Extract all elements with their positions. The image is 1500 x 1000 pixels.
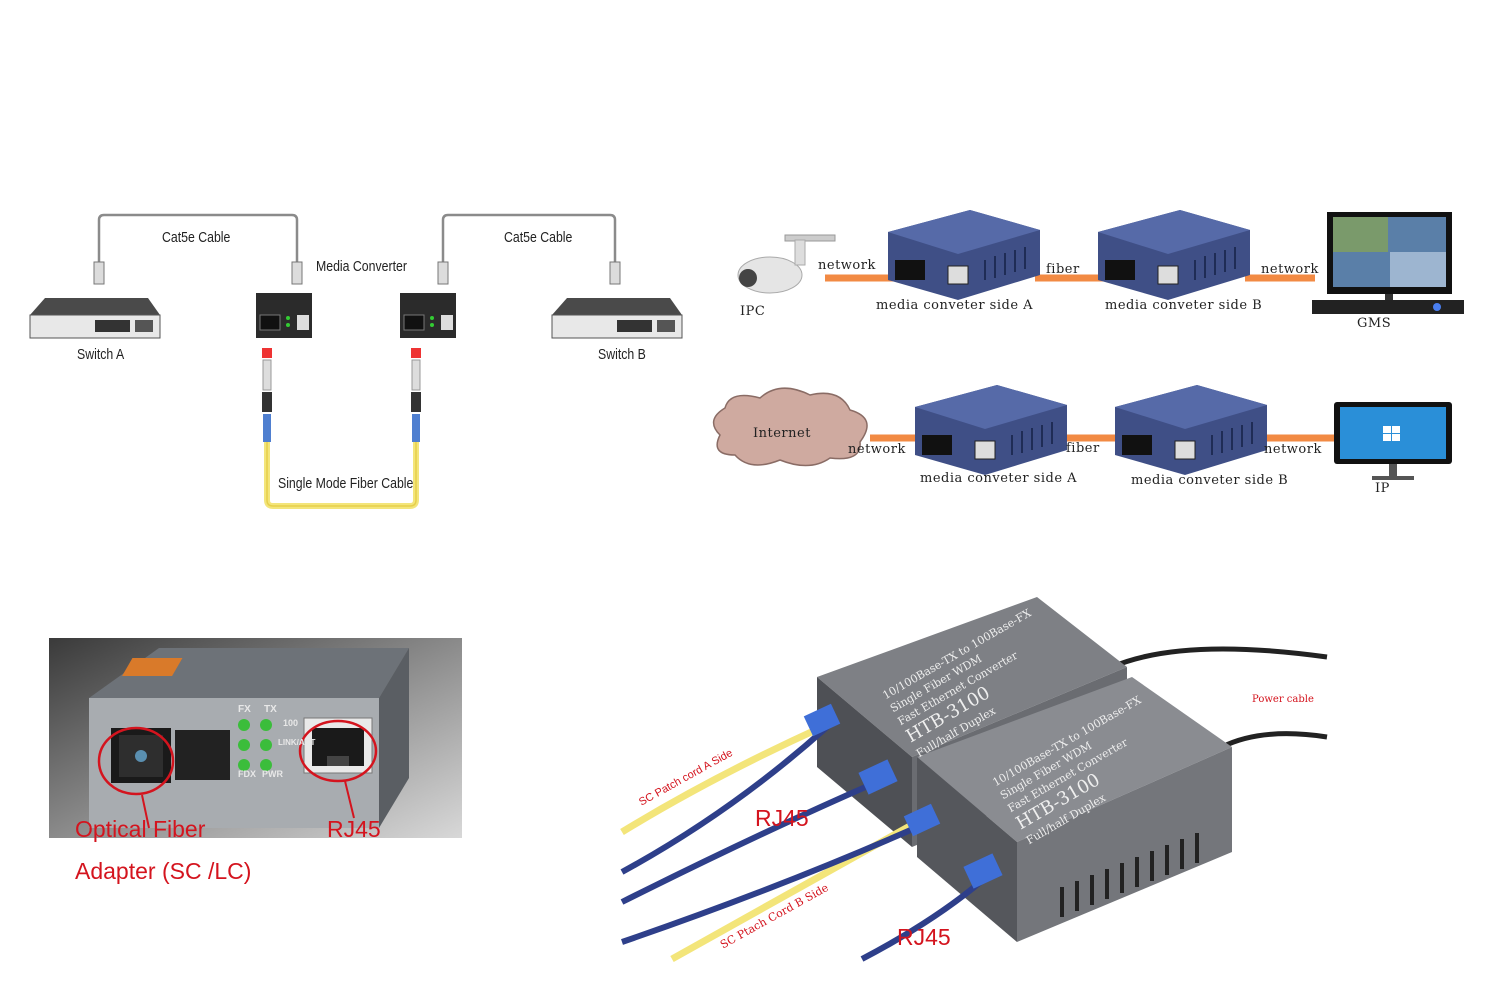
rj45-connector-icon xyxy=(963,853,1003,889)
optical-fiber-label: Optical Fiber xyxy=(75,816,206,842)
sc-connector-icon xyxy=(903,803,941,837)
network-label: network xyxy=(818,258,876,273)
media-converter-side-b-icon xyxy=(1098,210,1250,300)
network-label: network xyxy=(1261,262,1319,277)
side-a-label: media conveter side A xyxy=(920,471,1078,486)
rj45-highlight xyxy=(298,719,378,783)
converter-links xyxy=(712,210,1464,480)
side-b-label: media conveter side B xyxy=(1131,473,1289,488)
power-cable xyxy=(1111,646,1328,670)
led-label-tx: TX xyxy=(264,704,277,715)
rj45-plug-icon xyxy=(609,261,621,285)
adapter-label: Adapter (SC /LC) xyxy=(75,858,252,884)
internet-label: Internet xyxy=(753,426,811,441)
ipc-label: IPC xyxy=(740,304,766,319)
switch-b-label: Switch B xyxy=(598,346,646,363)
power-cable xyxy=(1220,731,1328,750)
topology-cables xyxy=(29,213,683,509)
fiber-connector-right xyxy=(411,348,421,442)
network-label: network xyxy=(1264,442,1322,457)
gms-label: GMS xyxy=(1357,316,1392,331)
gms-monitor-icon xyxy=(1312,212,1464,314)
switch-a-icon xyxy=(29,298,161,339)
sc-connector-icon xyxy=(803,703,841,737)
side-b-label: media conveter side B xyxy=(1105,298,1263,313)
cat5e-cable-left-label: Cat5e Cable xyxy=(162,229,231,246)
cat5e-cable-left xyxy=(97,213,299,270)
led-label-fdx: FDX xyxy=(238,769,256,779)
rj45-label: RJ45 xyxy=(327,816,381,842)
led-label-fx: FX xyxy=(238,704,251,715)
media-converter-label: Media Converter xyxy=(316,258,407,275)
media-converter-side-a-icon xyxy=(915,385,1067,475)
power-cable-label: Power cable xyxy=(1252,694,1314,705)
ip-monitor-icon xyxy=(1334,402,1452,480)
optical-fiber-highlight xyxy=(97,726,175,796)
internet-cloud-icon xyxy=(712,387,868,467)
switch-a-label: Switch A xyxy=(77,346,125,363)
led-label-pwr: PWR xyxy=(262,769,283,779)
single-mode-fiber-cable xyxy=(264,440,419,509)
rj45-plug-icon xyxy=(93,261,105,285)
rj45-connector-icon xyxy=(858,759,898,795)
switch-b-icon xyxy=(551,298,683,339)
led-label-100: 100 xyxy=(283,718,299,728)
rj45-top-label: RJ45 xyxy=(755,805,809,831)
network-label: network xyxy=(848,442,906,457)
cat5e-cable-right-label: Cat5e Cable xyxy=(504,229,573,246)
fiber-label: fiber xyxy=(1066,441,1100,456)
media-converter-left-icon xyxy=(256,293,312,338)
media-converter-side-a-icon xyxy=(888,210,1040,300)
media-converter-front xyxy=(917,677,1232,942)
side-a-label: media conveter side A xyxy=(876,298,1034,313)
fiber-label: fiber xyxy=(1046,262,1080,277)
port-photo-drawing xyxy=(49,638,462,838)
ip-label: IP xyxy=(1375,481,1390,496)
rj45-bottom-label: RJ45 xyxy=(897,924,951,950)
fiber-cable-label: Single Mode Fiber Cable xyxy=(278,475,414,492)
rj45-plug-icon xyxy=(437,261,449,285)
ip-camera-icon xyxy=(737,234,836,294)
led-label-link: LINK/ACT xyxy=(278,738,316,747)
cat5e-cable-right xyxy=(441,213,617,270)
fiber-connector-left xyxy=(262,348,272,442)
media-converter-side-b-icon xyxy=(1115,385,1267,475)
media-converter-right-icon xyxy=(400,293,456,338)
converters-photo-drawing xyxy=(620,597,1328,963)
rj45-plug-icon xyxy=(291,261,303,285)
fiber-cable-a xyxy=(620,723,824,835)
